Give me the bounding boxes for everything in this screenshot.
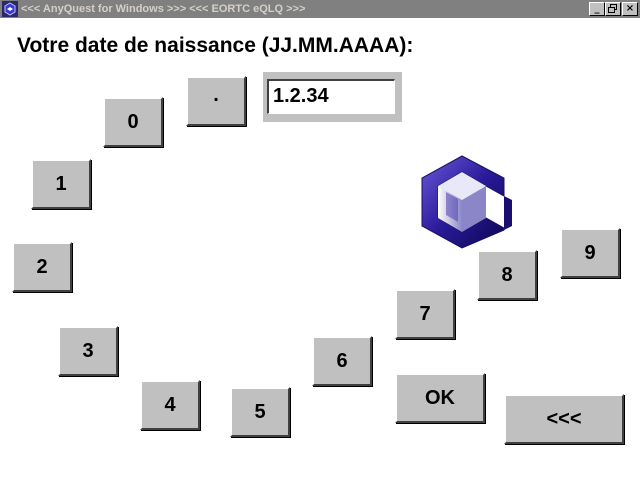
close-button[interactable]: × [622,2,638,16]
minimize-button[interactable]: _ [589,2,605,16]
key-2-label: 2 [36,255,48,278]
ok-button-label: OK [425,386,455,409]
key-7[interactable]: 7 [395,289,455,339]
key-6[interactable]: 6 [312,336,372,386]
app-icon [2,1,18,17]
key-0[interactable]: 0 [103,97,163,147]
key-7-label: 7 [419,302,431,325]
ok-button[interactable]: OK [395,373,485,423]
restore-button[interactable] [605,2,621,16]
minimize-icon: _ [594,3,600,14]
backspace-button-label: <<< [546,407,582,430]
key-9[interactable]: 9 [560,228,620,278]
restore-icon [608,4,617,13]
answer-field-frame: 1.2.34 [263,72,402,122]
key-1-label: 1 [55,172,67,195]
anyquest-logo [421,155,512,249]
window-title: <<< AnyQuest for Windows >>> <<< EORTC e… [21,3,306,15]
key-3-label: 3 [82,339,94,362]
close-icon: × [625,3,635,14]
key-1[interactable]: 1 [31,159,91,209]
key-4[interactable]: 4 [140,380,200,430]
key-5[interactable]: 5 [230,387,290,437]
backspace-button[interactable]: <<< [504,394,624,444]
key-6-label: 6 [336,349,348,372]
key-2[interactable]: 2 [12,242,72,292]
question-label: Votre date de naissance (JJ.MM.AAAA): [17,34,414,57]
key-dot-label: . [213,83,219,106]
key-8[interactable]: 8 [477,250,537,300]
key-4-label: 4 [164,393,176,416]
title-bar: <<< AnyQuest for Windows >>> <<< EORTC e… [0,0,640,18]
key-3[interactable]: 3 [58,326,118,376]
key-8-label: 8 [501,263,513,286]
date-input[interactable]: 1.2.34 [267,79,395,114]
key-5-label: 5 [254,400,266,423]
key-dot[interactable]: . [186,76,246,126]
key-0-label: 0 [127,110,139,133]
key-9-label: 9 [584,241,596,264]
